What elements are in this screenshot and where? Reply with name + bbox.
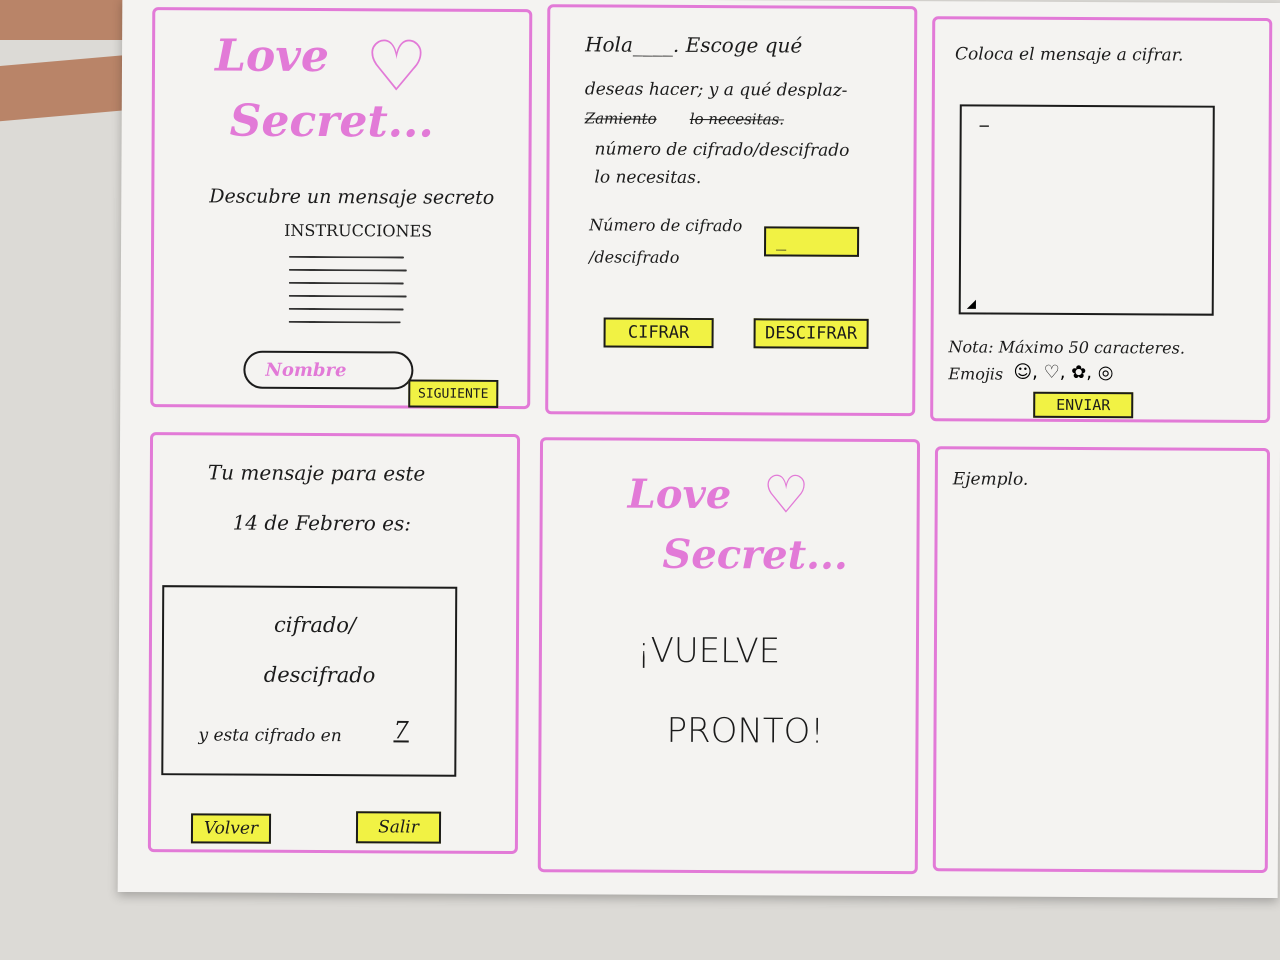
heart-icon: ♡: [762, 465, 810, 526]
offset-input[interactable]: _: [764, 226, 860, 257]
back-button[interactable]: Volver: [190, 813, 272, 844]
screen-welcome: Love ♡ Secret... Descubre un mensaje sec…: [150, 7, 533, 410]
message-title: Coloca el mensaje a cifrar.: [955, 44, 1184, 66]
screen-example: Ejemplo.: [932, 446, 1271, 873]
message-textarea-cursor: _: [979, 106, 989, 128]
logo-love: Love: [627, 470, 732, 519]
farewell-line2: PRONTO!: [666, 710, 825, 752]
result-title-line1: Tu mensaje para este: [207, 460, 426, 486]
heart-icon[interactable]: ♡: [1043, 361, 1060, 383]
name-input[interactable]: Nombre: [243, 350, 414, 390]
example-title: Ejemplo.: [952, 469, 1029, 490]
offset-label-line2: /descifrado: [588, 247, 680, 267]
paper-sheet: Love ♡ Secret... Descubre un mensaje sec…: [117, 0, 1280, 899]
send-button[interactable]: ENVIAR: [1033, 391, 1134, 419]
heart-icon: ♡: [364, 25, 428, 108]
exit-button[interactable]: Salir: [355, 811, 442, 844]
result-box: cifrado/ descifrado y esta cifrado en 7: [161, 585, 458, 777]
message-textarea[interactable]: _ ◢: [958, 104, 1215, 316]
resize-handle-icon[interactable]: ◢: [966, 296, 977, 311]
cipher-button[interactable]: CIFRAR: [603, 317, 714, 349]
flower-icon[interactable]: ✿: [1071, 361, 1087, 384]
logo-secret: Secret...: [229, 95, 434, 148]
greeting-line3: lo necesitas.: [689, 109, 785, 129]
greeting-struck: Zamiento: [584, 109, 657, 128]
result-line3: y esta cifrado en: [198, 725, 342, 747]
result-line2: descifrado: [263, 662, 376, 688]
emojis-label: Emojis: [948, 364, 1004, 384]
emoji-options[interactable]: ☺, ♡, ✿, ◎: [1013, 361, 1114, 384]
welcome-heading: Descubre un mensaje secreto: [209, 185, 495, 209]
instructions-text-lines: [155, 10, 529, 324]
farewell-line1: ¡VUELVE: [636, 630, 781, 672]
screen-result: Tu mensaje para este 14 de Febrero es: c…: [147, 432, 521, 855]
result-offset-value: 7: [393, 716, 409, 745]
decipher-button[interactable]: DESCIFRAR: [753, 318, 869, 349]
logo-secret: Secret...: [662, 530, 849, 579]
result-title-line2: 14 de Febrero es:: [232, 510, 412, 536]
logo-love: Love: [214, 30, 330, 83]
greeting-line5: lo necesitas.: [594, 167, 702, 189]
greeting-line4: número de cifrado/descifrado: [594, 139, 850, 161]
greeting-line1: Hola____. Escoge qué: [585, 32, 803, 58]
result-line1: cifrado/: [274, 612, 357, 638]
greeting-line2: deseas hacer; y a qué desplaz-: [584, 79, 848, 101]
name-input-placeholder: Nombre: [265, 359, 347, 381]
screen-choose-offset: Hola____. Escoge qué deseas hacer; y a q…: [545, 4, 918, 417]
next-button[interactable]: SIGUIENTE: [408, 379, 499, 408]
character-limit-note: Nota: Máximo 50 caracteres.: [948, 337, 1186, 358]
offset-label-line1: Número de cifrado: [589, 215, 743, 236]
instructions-title: INSTRUCCIONES: [284, 220, 433, 241]
bear-face-icon[interactable]: ☺: [1013, 361, 1033, 383]
screen-enter-message: Coloca el mensaje a cifrar. _ ◢ Nota: Má…: [930, 16, 1273, 423]
screen-farewell: Love ♡ Secret... ¡VUELVE PRONTO!: [537, 437, 921, 875]
ring-icon[interactable]: ◎: [1097, 362, 1114, 384]
